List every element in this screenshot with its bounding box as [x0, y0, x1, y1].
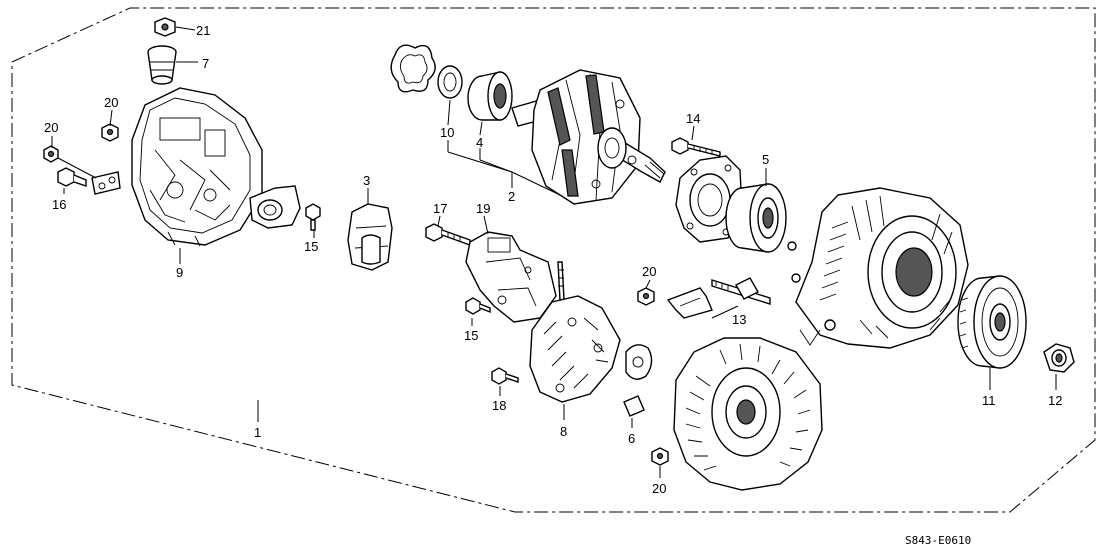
callout-7: 7 — [202, 56, 209, 71]
screw-part-15-upper[interactable] — [305, 203, 321, 231]
callout-1: 1 — [254, 425, 261, 440]
callout-13: 13 — [732, 312, 746, 327]
rear-housing[interactable] — [673, 337, 823, 491]
callout-20-bottom: 20 — [652, 481, 666, 496]
callout-9: 9 — [176, 265, 183, 280]
bearing-holder[interactable] — [249, 185, 301, 229]
callout-21: 21 — [196, 23, 210, 38]
pulley-nut-part-12[interactable] — [1043, 343, 1075, 373]
nut-part-20-middle[interactable] — [637, 287, 655, 306]
callout-20-middle: 20 — [642, 264, 656, 279]
callout-18: 18 — [492, 398, 506, 413]
insulator-part-6[interactable] — [623, 395, 645, 417]
terminal-washer[interactable] — [625, 344, 653, 380]
leader-lines — [51, 26, 1057, 478]
callout-5: 5 — [762, 152, 769, 167]
callout-8: 8 — [560, 424, 567, 439]
terminal-clip[interactable] — [666, 287, 713, 319]
bolt-part-16[interactable] — [57, 167, 87, 187]
callout-6: 6 — [628, 431, 635, 446]
bolt-part-20-left[interactable] — [43, 145, 59, 163]
rectifier-part-8[interactable] — [529, 261, 621, 403]
bolt-part-17[interactable] — [425, 223, 471, 246]
callout-2: 2 — [508, 189, 515, 204]
callout-17: 17 — [433, 201, 447, 216]
seal-ring-part-10[interactable] — [437, 65, 463, 99]
callout-12: 12 — [1048, 393, 1062, 408]
through-bolt-part-13[interactable] — [711, 277, 771, 305]
callout-numbers: 21 7 20 20 16 9 15 3 10 4 2 14 5 17 19 1… — [44, 23, 1062, 496]
callout-20-upper-left: 20 — [104, 95, 118, 110]
bolt-part-20-upper-left[interactable] — [101, 123, 119, 142]
bearing-part-5[interactable] — [725, 183, 787, 253]
rear-cover-part-9[interactable] — [131, 87, 263, 247]
screw-part-18[interactable] — [491, 367, 519, 385]
callout-10: 10 — [440, 125, 454, 140]
assembly-boundary — [11, 7, 1096, 513]
callout-15-upper: 15 — [304, 239, 318, 254]
nut-part-20-bottom[interactable] — [651, 447, 669, 466]
callout-20-left: 20 — [44, 120, 58, 135]
callout-4: 4 — [476, 135, 483, 150]
callout-15-lower: 15 — [464, 328, 478, 343]
callout-19: 19 — [476, 201, 490, 216]
callout-3: 3 — [363, 173, 370, 188]
nut-part-21[interactable] — [154, 17, 176, 37]
callout-14: 14 — [686, 111, 700, 126]
screw-part-15-lower[interactable] — [465, 297, 491, 315]
terminal-bracket[interactable] — [91, 171, 121, 195]
bearing-part-4[interactable] — [467, 71, 513, 121]
screw-part-14[interactable] — [671, 137, 721, 157]
drive-end-housing[interactable] — [787, 187, 969, 349]
rotor-part-2[interactable] — [511, 69, 666, 205]
brush-holder-cover-part-3[interactable] — [347, 203, 393, 271]
terminal-insulator-part-7[interactable] — [147, 45, 177, 85]
diagram-code: S843-E0610 — [905, 534, 971, 547]
callout-16: 16 — [52, 197, 66, 212]
pulley-part-11[interactable] — [957, 275, 1027, 369]
seal-gasket[interactable] — [390, 44, 436, 93]
callout-11: 11 — [982, 393, 996, 408]
